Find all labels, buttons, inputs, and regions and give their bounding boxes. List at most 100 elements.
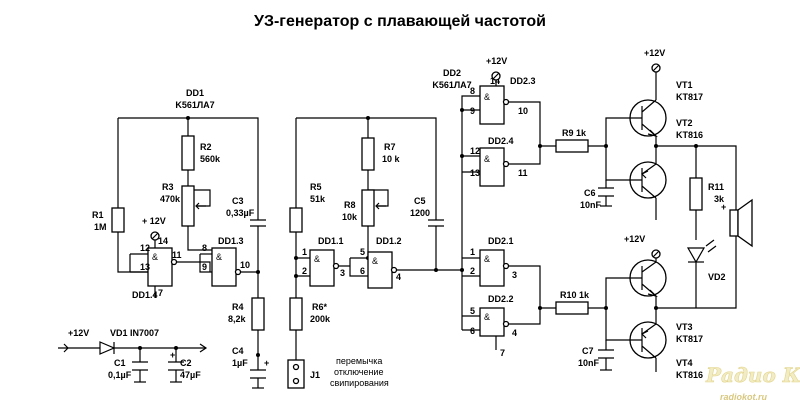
svg-text:+: + (170, 350, 175, 360)
svg-text:47µF: 47µF (180, 370, 201, 380)
resistor-r1: R1 1M (92, 207, 125, 233)
svg-text:KT816: KT816 (676, 130, 703, 140)
capacitor-c4: + C4 1µF (232, 346, 269, 379)
jumper-j1: J1 перемычка отключение свипирования (287, 356, 389, 389)
svg-text:R2: R2 (200, 142, 212, 152)
svg-text:VD1 IN7007: VD1 IN7007 (110, 328, 159, 338)
svg-text:9: 9 (202, 262, 207, 272)
svg-text:13: 13 (140, 262, 150, 272)
svg-text:0,33µF: 0,33µF (226, 208, 255, 218)
supply-dd14: + 12V (142, 216, 166, 241)
svg-text:R4: R4 (232, 302, 244, 312)
svg-text:&: & (314, 254, 320, 264)
svg-text:0,1µF: 0,1µF (108, 370, 132, 380)
resistor-r9: R9 1k (555, 128, 589, 153)
svg-text:Радио КОТ: Радио КОТ (705, 363, 800, 387)
svg-text:R3: R3 (162, 182, 174, 192)
svg-text:R7: R7 (384, 142, 396, 152)
svg-text:VT1: VT1 (676, 80, 693, 90)
svg-text:5: 5 (360, 247, 365, 257)
svg-text:+12V: +12V (644, 48, 665, 58)
gate-dd22: & DD2.2 5 6 4 7 (470, 294, 517, 358)
svg-text:4: 4 (512, 328, 517, 338)
svg-text:свипирования: свипирования (330, 378, 389, 388)
svg-text:перемычка: перемычка (336, 356, 382, 366)
supply-vt1: +12V (644, 48, 665, 73)
svg-text:KT817: KT817 (676, 334, 703, 344)
speaker-icon: + (721, 198, 753, 248)
resistor-r2: R2 560k (181, 135, 221, 171)
svg-text:7: 7 (500, 348, 505, 358)
svg-text:C6: C6 (584, 188, 596, 198)
svg-text:10 k: 10 k (382, 154, 401, 164)
svg-text:51k: 51k (310, 194, 326, 204)
svg-text:DD1.2: DD1.2 (376, 236, 402, 246)
capacitor-c2: + C2 47µF (168, 350, 201, 383)
svg-text:C4: C4 (232, 346, 244, 356)
svg-text:1M: 1M (94, 222, 107, 232)
svg-text:C5: C5 (414, 196, 426, 206)
watermark-logo: Радио КОТ radiokot.ru (705, 363, 800, 402)
svg-text:+: + (264, 358, 269, 368)
svg-text:&: & (484, 312, 490, 322)
svg-text:11: 11 (518, 168, 528, 178)
svg-text:VT2: VT2 (676, 118, 693, 128)
svg-text:200k: 200k (310, 314, 331, 324)
svg-text:14: 14 (490, 76, 500, 86)
svg-text:560k: 560k (200, 154, 221, 164)
capacitor-c6: C6 10nF (580, 187, 614, 210)
svg-text:+12V: +12V (486, 56, 507, 66)
svg-text:+ 12V: + 12V (142, 216, 166, 226)
svg-text:R10 1k: R10 1k (560, 290, 590, 300)
transistor-vt2: VT2 KT816 (624, 118, 703, 199)
svg-text:R9 1k: R9 1k (562, 128, 587, 138)
svg-text:&: & (372, 256, 378, 266)
svg-text:2: 2 (302, 266, 307, 276)
svg-text:&: & (152, 252, 158, 262)
resistor-r4: R4 8,2k (228, 297, 265, 331)
resistor-r5: R5 51k (289, 182, 326, 233)
svg-text:C1: C1 (114, 358, 126, 368)
gate-dd13: & DD1.3 8 9 10 (202, 236, 250, 287)
svg-text:8: 8 (470, 86, 475, 96)
svg-text:&: & (484, 154, 490, 164)
supply-dd2: +12V (486, 56, 507, 81)
svg-text:KT817: KT817 (676, 92, 703, 102)
svg-text:&: & (484, 92, 490, 102)
svg-text:6: 6 (470, 326, 475, 336)
gate-dd21: & DD2.1 1 2 3 (470, 236, 517, 287)
diode-vd1: +12V VD1 IN7007 (58, 328, 208, 355)
svg-text:DD1.1: DD1.1 (318, 236, 344, 246)
dd1-label: DD1 (186, 88, 204, 98)
svg-text:10k: 10k (342, 212, 358, 222)
svg-text:R11: R11 (708, 182, 724, 192)
svg-text:VT4: VT4 (676, 358, 693, 368)
svg-text:C3: C3 (232, 196, 244, 206)
svg-text:9: 9 (470, 106, 475, 116)
svg-text:6: 6 (360, 266, 365, 276)
svg-text:R6*: R6* (312, 302, 328, 312)
svg-text:8: 8 (202, 243, 207, 253)
svg-text:8,2k: 8,2k (228, 314, 247, 324)
svg-text:3k: 3k (714, 194, 725, 204)
svg-text:C2: C2 (180, 358, 192, 368)
svg-text:3: 3 (340, 268, 345, 278)
svg-text:отключение: отключение (334, 367, 383, 377)
svg-text:+: + (721, 202, 726, 212)
dd2-label: DD2 (443, 68, 461, 78)
resistor-r8: R8 10k (342, 189, 386, 227)
svg-text:DD1.3: DD1.3 (218, 236, 244, 246)
svg-text:C7: C7 (582, 346, 594, 356)
svg-text:10nF: 10nF (578, 358, 600, 368)
svg-text:radiokot.ru: radiokot.ru (720, 392, 768, 402)
svg-text:470k: 470k (160, 194, 181, 204)
dd2-type: K561ЛА7 (432, 80, 471, 90)
svg-text:R1: R1 (92, 210, 104, 220)
resistor-r7: R7 10 k (361, 137, 401, 171)
gate-dd24: & DD2.4 12 13 11 (470, 136, 528, 187)
svg-text:DD2.2: DD2.2 (488, 294, 514, 304)
svg-text:+12V: +12V (624, 234, 645, 244)
svg-text:DD2.4: DD2.4 (488, 136, 514, 146)
supply-vt3: +12V (624, 234, 661, 259)
svg-text:7: 7 (158, 288, 163, 298)
